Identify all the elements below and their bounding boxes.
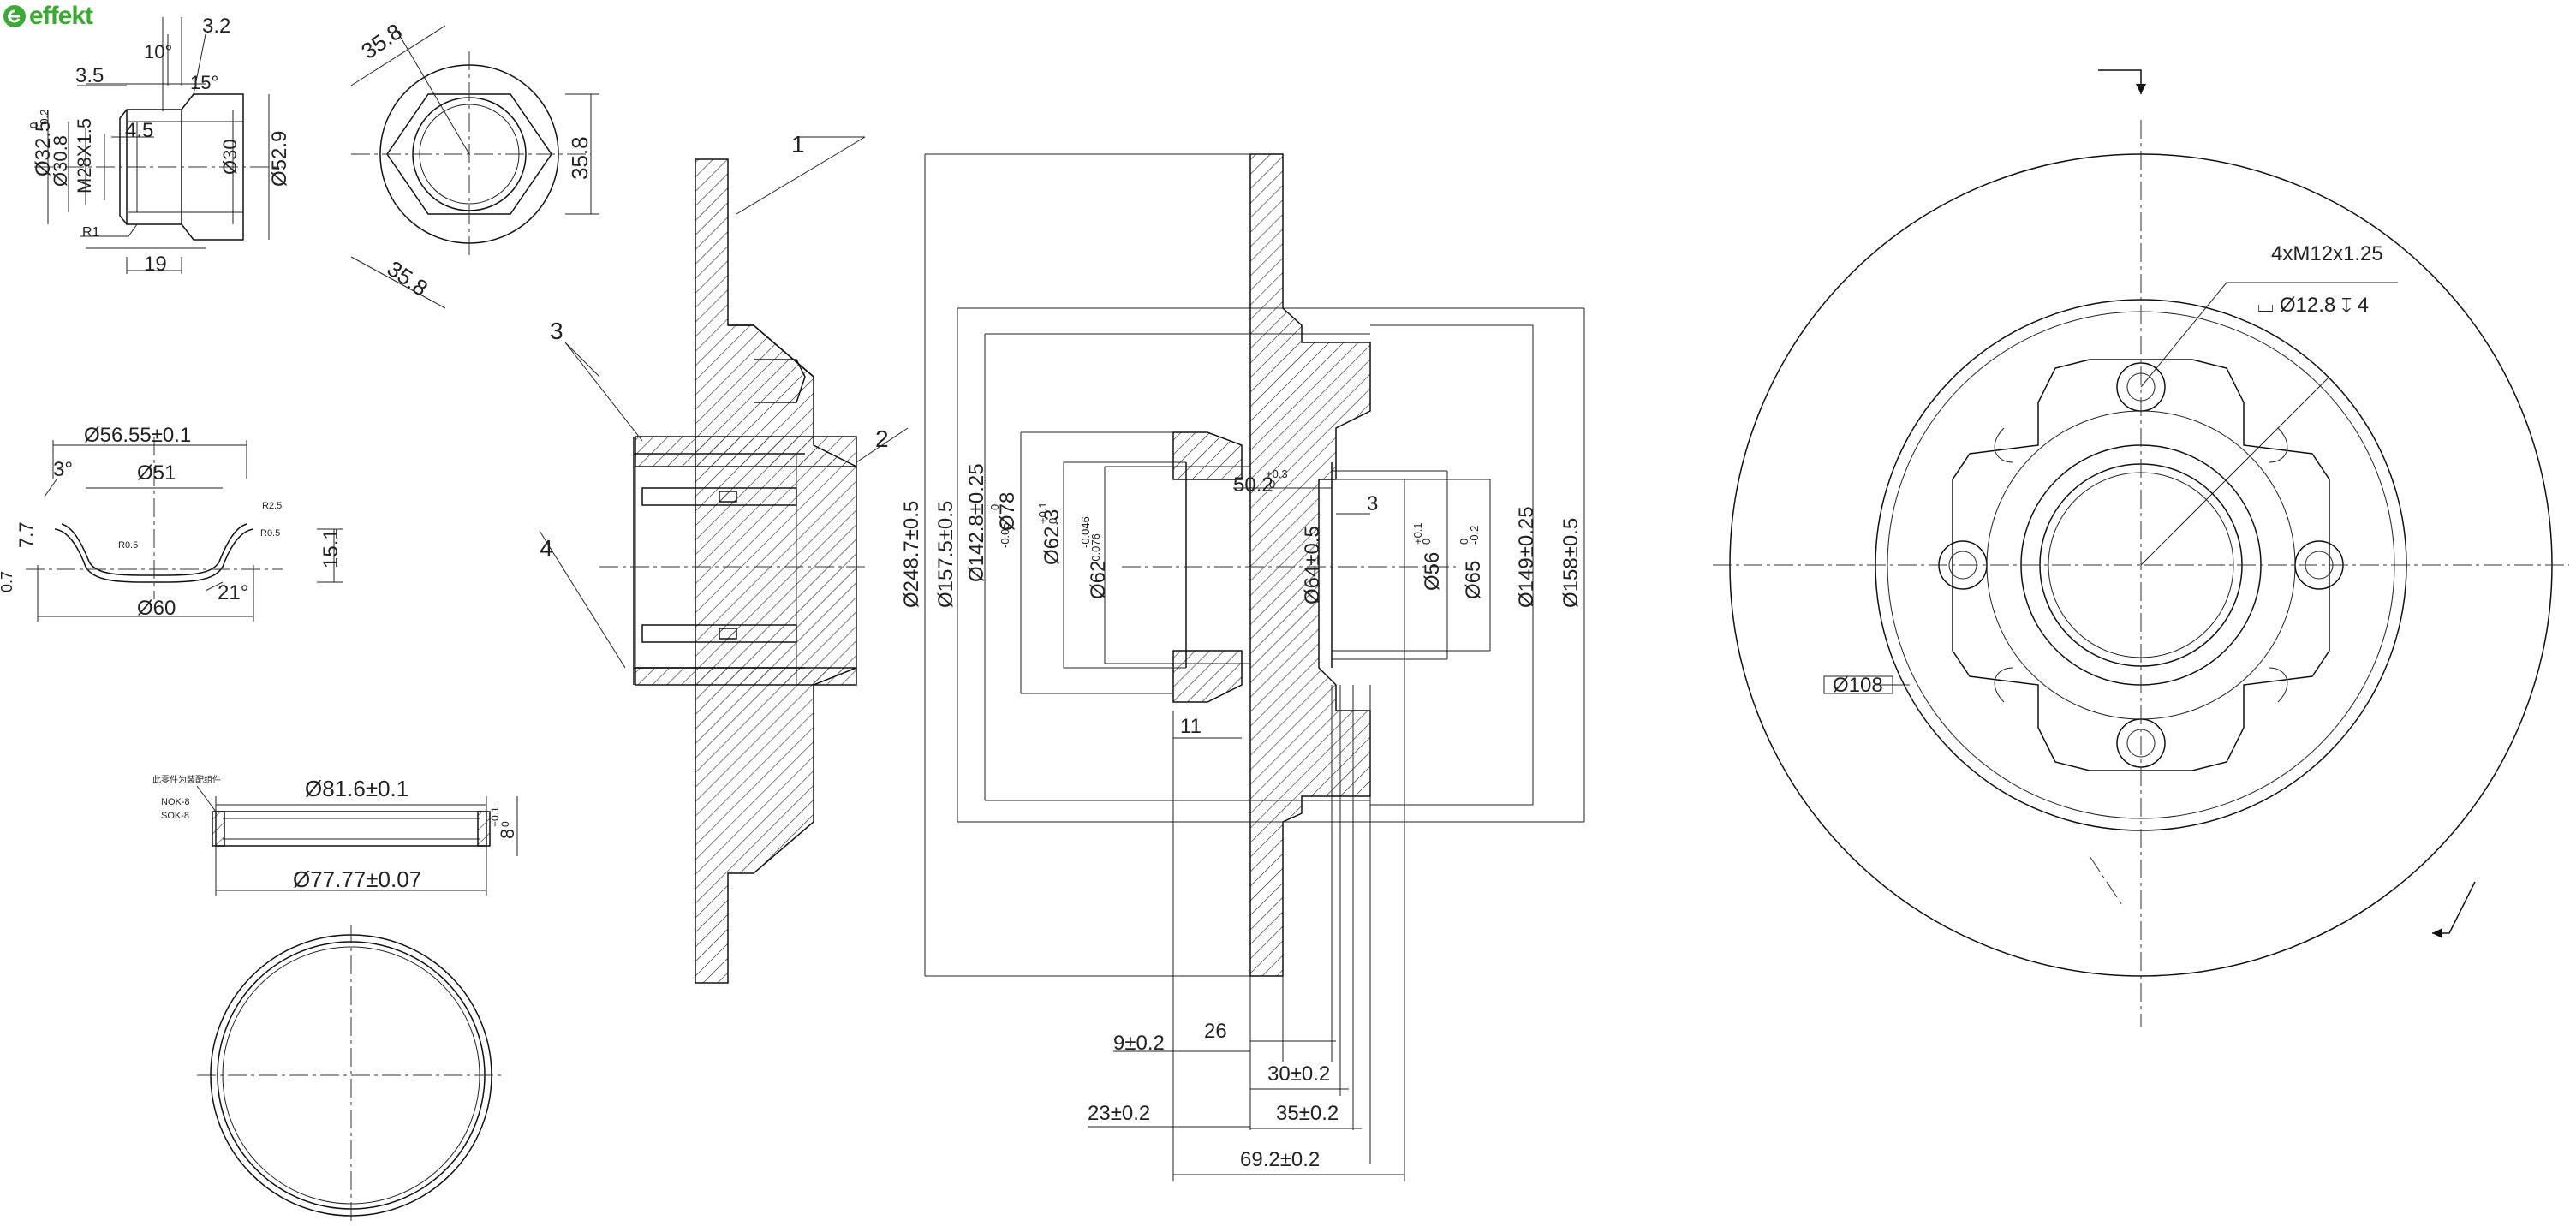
diameter-dimension: Ø65 <box>1462 561 1485 599</box>
diameter-dimension: Ø149±0.25 <box>1515 506 1538 608</box>
diameter-dimension: -0.05 <box>999 522 1011 548</box>
diameter-dimension: Ø56 <box>1421 552 1444 591</box>
axial-dimension: 3 <box>1367 492 1378 515</box>
nut-dimension: Ø52.9 <box>268 131 291 187</box>
nut-dimension: R1 <box>82 225 100 240</box>
nut-side-view <box>34 17 283 274</box>
cap-dimension: 0.7 <box>0 571 15 592</box>
nut-dimension: 0 <box>27 122 40 128</box>
seal-note: SOK-8 <box>161 811 189 821</box>
diameter-dimension: -0.076 <box>1089 533 1102 565</box>
nut-dimension: -0.2 <box>38 110 51 128</box>
cap-dimension: Ø51 <box>137 461 176 485</box>
main-section-view <box>924 153 1585 1181</box>
seal-dimension: Ø77.77±0.07 <box>293 866 421 892</box>
seal-dimension: 8 <box>497 829 518 839</box>
axial-dimension: 11 <box>1180 715 1202 738</box>
cap-dimension: 15.1 <box>319 528 343 568</box>
cap-dimension: R0.5 <box>260 528 280 539</box>
part-callout: 1 <box>791 131 805 158</box>
cap-dimension: 21° <box>218 581 248 604</box>
diameter-dimension: +0.1 <box>1411 522 1424 545</box>
pcd-callout: Ø108 <box>1833 674 1883 697</box>
nut-dimension: M28X1.5 <box>74 118 95 193</box>
cap-dimension: R0.5 <box>118 540 138 551</box>
axial-dimension: 0 <box>1269 478 1275 491</box>
part-callout: 2 <box>875 426 889 452</box>
diameter-dimension: Ø62.3 <box>1041 509 1064 565</box>
hub-section-view <box>539 136 909 984</box>
axial-dimension: 30±0.2 <box>1267 1062 1330 1086</box>
cap-dimension: R2.5 <box>262 501 282 511</box>
nut-dimension: 3.2 <box>202 15 230 38</box>
part-callout: 3 <box>550 318 564 344</box>
nut-dimension: 3.5 <box>75 64 104 87</box>
disc-front-view <box>1713 69 2569 1027</box>
diameter-dimension: -0.046 <box>1079 516 1092 548</box>
effekt-logo-icon <box>3 5 26 27</box>
logo: effekt <box>2 2 93 31</box>
counterbore-callout: ⌴ Ø12.8 ↧ 4 <box>2257 294 2369 317</box>
diameter-dimension: Ø64±0.5 <box>1301 526 1324 604</box>
cap-dimension: Ø60 <box>137 597 176 620</box>
diameter-dimension: 0 <box>1420 539 1433 545</box>
diameter-dimension: Ø248.7±0.5 <box>900 501 923 608</box>
nut-dimension: Ø30.8 <box>50 135 71 187</box>
seal-dimension: Ø81.6±0.1 <box>305 776 408 801</box>
seal-dimension: 0 <box>499 821 511 827</box>
axial-dimension: 23±0.2 <box>1088 1102 1150 1125</box>
cap-dimension: Ø56.55±0.1 <box>84 424 191 447</box>
nut-dimension: Ø32.5 <box>32 121 55 176</box>
nut-dimension: 15° <box>190 72 218 93</box>
diameter-dimension: -0.2 <box>1468 526 1481 545</box>
diameter-dimension: Ø78 <box>996 492 1019 531</box>
seal-dimension: +0.1 <box>489 806 501 827</box>
diameter-dimension: Ø157.5±0.5 <box>934 501 957 608</box>
nut-hex-view <box>350 25 599 309</box>
axial-dimension: 69.2±0.2 <box>1240 1148 1320 1171</box>
diameter-dimension: Ø62 <box>1087 561 1110 599</box>
axial-dimension: 35±0.2 <box>1276 1102 1339 1125</box>
diameter-dimension: Ø158±0.5 <box>1559 518 1583 608</box>
logo-text: effekt <box>29 2 93 30</box>
diameter-dimension: Ø142.8±0.25 <box>965 463 988 582</box>
hex-dimension: 35.8 <box>567 136 593 180</box>
cap-dimension: 3° <box>53 458 73 481</box>
cap-dimension: 7.7 <box>15 521 37 548</box>
seal-view <box>196 785 518 896</box>
part-callout: 4 <box>540 535 553 562</box>
cap-view <box>26 437 343 622</box>
hex-dimension: 35.8 <box>383 255 433 301</box>
axial-dimension: +0.3 <box>1266 467 1288 480</box>
thread-callout: 4xM12x1.25 <box>2271 242 2383 265</box>
seal-note: 此零件为装配组件 <box>152 774 221 785</box>
diameter-dimension: 0 <box>988 504 1001 510</box>
seal-note: NOK-8 <box>161 797 190 807</box>
axial-dimension: 50.2 <box>1233 473 1273 497</box>
diameter-dimension: 0 <box>1458 539 1470 545</box>
seal-front-view <box>197 925 505 1224</box>
diameter-dimension: +0.1 <box>1036 502 1049 524</box>
axial-dimension: 26 <box>1204 1020 1227 1043</box>
hex-dimension: 35.8 <box>356 18 407 64</box>
nut-dimension: 10° <box>144 41 172 62</box>
axial-dimension: 9±0.2 <box>1113 1032 1165 1055</box>
nut-dimension: 19 <box>144 253 167 276</box>
nut-dimension: 4.5 <box>125 119 153 142</box>
nut-dimension: Ø30 <box>219 139 241 175</box>
diameter-dimension: 0 <box>1046 518 1059 524</box>
